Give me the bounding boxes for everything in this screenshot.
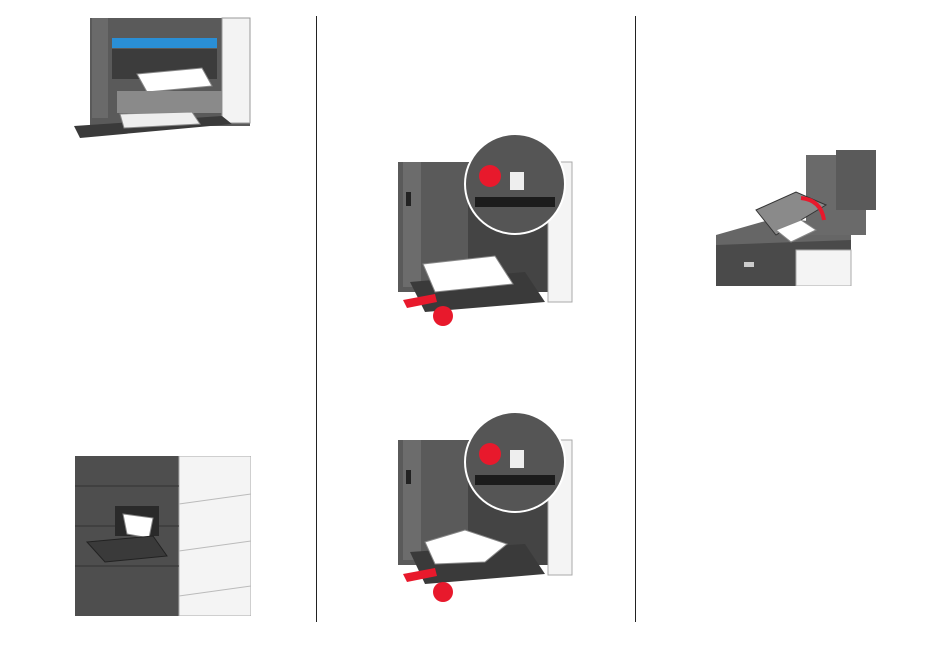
- column-divider-right: [635, 16, 636, 622]
- fuser-door-jam-illustration: [74, 17, 251, 138]
- callout-2-badge: [433, 582, 453, 602]
- callout-2-badge: [433, 306, 453, 326]
- mp-feeder-step1-illustration: [398, 133, 573, 326]
- callout-1-badge: [479, 443, 501, 465]
- tray-door-jam-illustration: [75, 456, 251, 616]
- finisher-cover-illustration: [716, 150, 876, 286]
- callout-1-badge: [479, 165, 501, 187]
- column-divider-left: [316, 16, 317, 622]
- mp-feeder-step2-illustration: [398, 412, 573, 602]
